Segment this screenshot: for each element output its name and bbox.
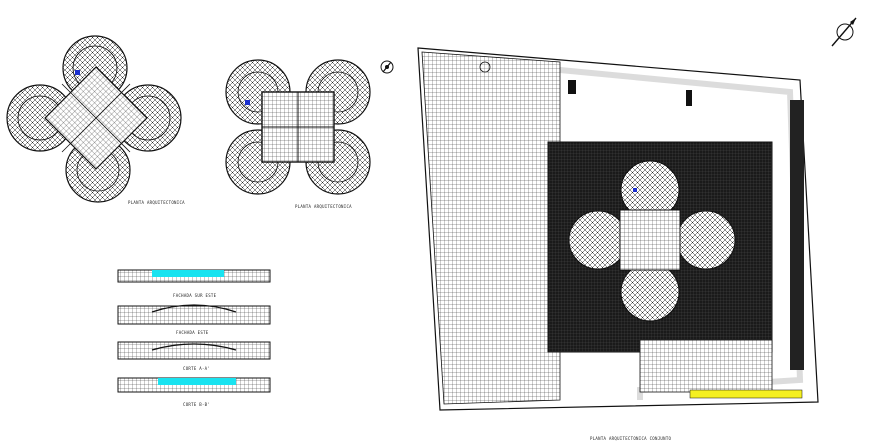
floor-plan-2: PLANTA ARQUITECTONICA <box>225 59 371 209</box>
marker-blue-2 <box>245 100 250 105</box>
caption-site-plan: PLANTA ARQUITECTONICA CONJUNTO <box>590 436 672 441</box>
marker-blue-3 <box>633 188 637 192</box>
section-2: CORTE B-B' <box>117 377 271 407</box>
caption-elevation-1: FACHADA SUR ESTE <box>173 293 217 298</box>
site-plan: PLANTA ARQUITECTONICA CONJUNTO <box>417 47 819 441</box>
marker-blue-1 <box>75 70 80 75</box>
elevation-2: FACHADA ESTE <box>117 304 271 335</box>
floor-plan-1: PLANTA ARQUITECTONICA <box>6 35 185 205</box>
caption-section-1: CORTE A-A' <box>183 366 210 371</box>
north-arrow-icon <box>831 17 857 47</box>
section-1: CORTE A-A' <box>117 341 271 371</box>
caption-plan-1: PLANTA ARQUITECTONICA <box>128 200 185 205</box>
compass-icon <box>380 60 394 74</box>
caption-section-2: CORTE B-B' <box>183 402 210 407</box>
caption-elevation-2: FACHADA ESTE <box>176 330 209 335</box>
caption-plan-2: PLANTA ARQUITECTONICA <box>295 204 352 209</box>
elevation-1: FACHADA SUR ESTE <box>117 269 271 298</box>
